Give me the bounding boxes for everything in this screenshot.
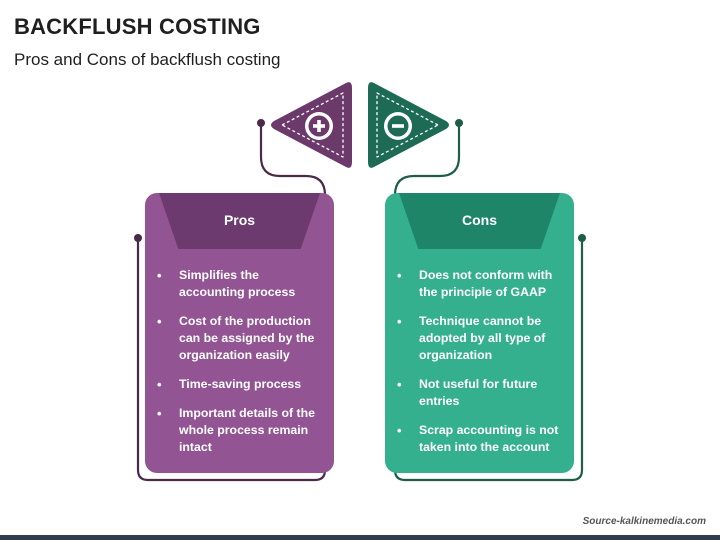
minus-circle-icon [384, 112, 412, 140]
pros-point: Important details of the whole process r… [154, 405, 326, 456]
cons-triangle-dashed-outline [376, 92, 439, 158]
page-title: BACKFLUSH COSTING [14, 14, 261, 39]
cons-list: Does not conform with the principle of G… [394, 267, 566, 468]
source-credit: Source-kalkinemedia.com [582, 516, 706, 527]
pros-list: Simplifies the accounting process Cost o… [154, 267, 326, 468]
pros-connector-dot-side [134, 234, 142, 242]
cons-connector-dot-top [455, 119, 463, 127]
cons-point: Technique cannot be adopted by all type … [394, 313, 566, 364]
pros-card: Pros Simplifies the accounting process C… [145, 193, 334, 473]
cons-header: Cons [399, 193, 560, 249]
bottom-bar [0, 535, 720, 540]
pros-point: Simplifies the accounting process [154, 267, 326, 301]
cons-heading: Cons [462, 212, 497, 228]
cons-point: Does not conform with the principle of G… [394, 267, 566, 301]
cons-point: Scrap accounting is not taken into the a… [394, 422, 566, 456]
plus-circle-icon [305, 112, 333, 140]
pros-point: Cost of the production can be assigned b… [154, 313, 326, 364]
pros-point: Time-saving process [154, 376, 326, 393]
cons-connector-dot-side [578, 234, 586, 242]
cons-point: Not useful for future entries [394, 376, 566, 410]
cons-card: Cons Does not conform with the principle… [385, 193, 574, 473]
pros-header: Pros [159, 193, 320, 249]
pros-heading: Pros [223, 212, 256, 228]
page-subtitle: Pros and Cons of backflush costing [14, 50, 281, 69]
pros-connector-dot-top [257, 119, 265, 127]
pros-triangle-dashed-outline [281, 92, 344, 158]
